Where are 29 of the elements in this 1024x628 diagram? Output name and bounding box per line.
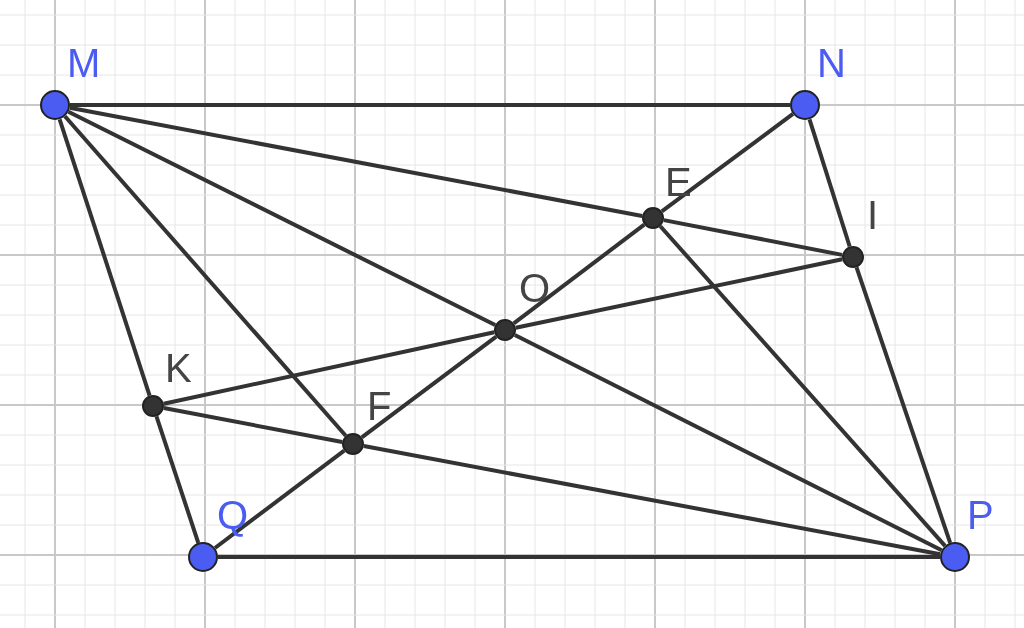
line-segment [70,103,790,107]
line-segment [63,114,348,438]
point-label: Q [217,495,249,535]
line-segment [163,330,495,406]
line-segment [57,118,152,397]
line-segment [69,105,643,218]
line-segment [67,109,497,327]
line-segment [512,223,646,325]
point-label: O [519,268,551,308]
point-label: E [665,162,692,202]
point-label: I [867,195,879,235]
point-label: N [817,43,846,83]
line-segment [854,266,953,544]
line-segment [218,555,940,559]
line-segment [513,333,943,553]
line-segment [515,257,843,330]
line-segment [163,406,343,444]
line-segment [154,415,201,544]
point-label: K [165,348,192,388]
line-segment [213,449,346,550]
point-label: P [967,495,994,535]
line-segment [807,118,852,248]
point-label: M [67,43,101,83]
line-segment [360,335,498,439]
line-segment [663,218,843,257]
line-segment [363,444,941,557]
line-segment [658,224,947,548]
point-label: F [367,386,392,426]
line-segment [660,112,795,214]
